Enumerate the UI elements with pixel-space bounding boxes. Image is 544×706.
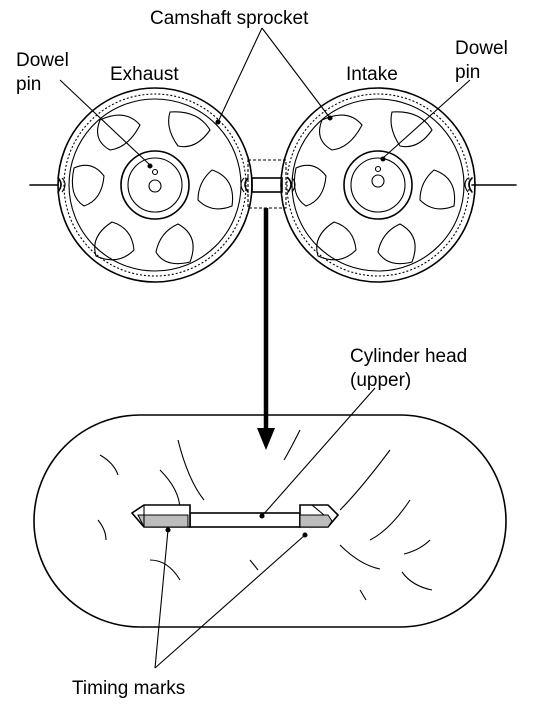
cylinder-head-label-line1: Cylinder head: [350, 346, 467, 367]
exhaust-label: Exhaust: [110, 64, 179, 85]
timing-marks-label: Timing marks: [72, 678, 185, 699]
leader-lines: [59, 27, 471, 669]
dowel-pin-left-label-line1: Dowel: [16, 50, 69, 71]
camshaft-sprocket-label: Camshaft sprocket: [150, 8, 309, 29]
exhaust-sprocket: [57, 87, 253, 283]
cylinder-head-label-line2: (upper): [350, 370, 411, 391]
timing-mark-left: [130, 504, 191, 528]
dowel-pin-right-label-line1: Dowel: [455, 38, 508, 59]
timing-mark-right: [299, 504, 340, 528]
dowel-pin-left-label-line2: pin: [16, 74, 41, 95]
alignment-arrow: [257, 208, 275, 450]
intake-label: Intake: [346, 64, 398, 85]
intake-sprocket: [280, 87, 476, 283]
dowel-pin-right-label-line2: pin: [455, 62, 480, 83]
cylinder-head: [33, 414, 507, 628]
